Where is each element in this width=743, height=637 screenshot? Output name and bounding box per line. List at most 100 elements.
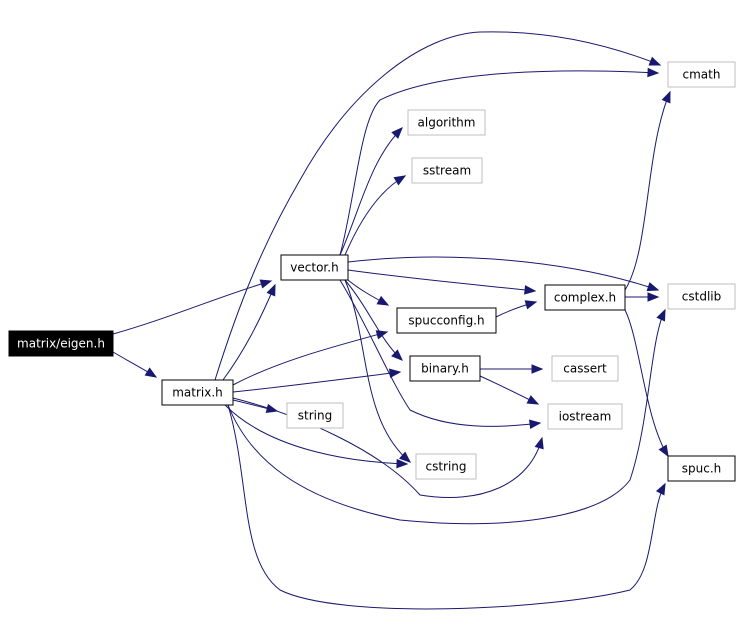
node-sstream[interactable]: sstream [411, 157, 483, 184]
node-box [280, 254, 349, 281]
edge-line [624, 91, 671, 291]
node-label: sstream [423, 164, 471, 178]
edges-layer [112, 31, 671, 610]
edge-matrix-to-binary [232, 368, 402, 393]
node-label: complex.h [554, 291, 616, 305]
edge-complex-to-spuc [624, 309, 669, 458]
node-label: string [298, 409, 332, 423]
edge-vector-to-cstring [344, 279, 412, 463]
node-binary[interactable]: binary.h [409, 355, 481, 382]
arrowhead-icon [393, 175, 407, 186]
arrowhead-icon [646, 282, 660, 292]
edge-line [347, 256, 659, 291]
edge-vector-to-sstream [344, 175, 407, 256]
node-label: cmath [683, 68, 721, 82]
arrowhead-icon [658, 444, 669, 458]
node-string[interactable]: string [286, 402, 344, 429]
arrowhead-icon [524, 285, 537, 295]
node-label: cstdlib [682, 290, 721, 304]
edge-line [344, 279, 403, 361]
arrowhead-icon [647, 292, 660, 302]
node-box [547, 403, 623, 430]
node-box [411, 157, 483, 184]
edge-line [227, 404, 666, 610]
arrowhead-icon [648, 56, 662, 66]
node-label: vector.h [290, 261, 338, 275]
node-cassert[interactable]: cassert [551, 355, 619, 382]
node-box [551, 355, 619, 382]
edge-vector-to-cmath [339, 67, 660, 256]
node-box [286, 402, 344, 429]
node-box [407, 109, 486, 136]
node-label: binary.h [421, 362, 469, 376]
edge-vector-to-iostream [339, 279, 542, 429]
edge-complex-to-cmath [624, 90, 671, 291]
node-eigen: matrix/eigen.h [8, 330, 114, 357]
node-box [409, 355, 481, 382]
node-box [667, 455, 736, 482]
arrowhead-icon [266, 283, 276, 297]
node-box [396, 307, 497, 334]
edge-line [232, 397, 543, 498]
edge-line [624, 309, 669, 457]
edge-vector-to-spucconfig [347, 279, 390, 306]
arrowhead-icon [529, 419, 542, 429]
arrowhead-icon [391, 127, 403, 139]
node-spuc[interactable]: spuc.h [667, 455, 736, 482]
edge-matrix-to-spuc [227, 404, 666, 610]
edge-matrix-to-string [232, 399, 279, 414]
node-iostream[interactable]: iostream [547, 403, 623, 430]
node-box [8, 330, 114, 357]
arrowhead-icon [656, 308, 666, 322]
arrowhead-icon [526, 395, 540, 405]
node-spucconfig[interactable]: spucconfig.h [396, 307, 497, 334]
edge-spucconfig-to-complex [495, 300, 538, 318]
node-box [667, 61, 736, 88]
node-label: algorithm [418, 116, 476, 130]
edge-eigen-to-matrix [112, 351, 158, 378]
arrowhead-icon [144, 367, 158, 378]
edge-vector-to-algorithm [339, 127, 403, 256]
arrowhead-icon [661, 90, 671, 104]
arrowhead-icon [389, 368, 402, 378]
node-complex[interactable]: complex.h [544, 284, 626, 311]
edge-complex-to-cstdlib [625, 292, 660, 302]
edge-vector-to-binary [344, 279, 403, 361]
edge-line [344, 279, 411, 463]
node-label: cassert [563, 362, 607, 376]
edge-matrix-to-cstdlib [227, 308, 666, 525]
node-cmath[interactable]: cmath [667, 61, 736, 88]
node-algorithm[interactable]: algorithm [407, 109, 486, 136]
node-cstring[interactable]: cstring [415, 453, 477, 480]
arrowhead-icon [376, 295, 390, 306]
edge-line [112, 280, 272, 335]
edge-line [214, 31, 661, 381]
edge-line [339, 279, 541, 427]
node-label: matrix.h [172, 386, 223, 400]
node-label: matrix/eigen.h [17, 337, 105, 351]
edge-eigen-to-vector [112, 279, 273, 335]
arrowhead-icon [396, 458, 409, 469]
node-box [544, 284, 626, 311]
edge-line [347, 269, 536, 292]
edge-matrix-to-cmath [214, 31, 662, 381]
node-matrix[interactable]: matrix.h [161, 379, 234, 406]
arrowhead-icon [265, 403, 279, 414]
edge-matrix-to-vector [222, 283, 276, 381]
node-cstdlib[interactable]: cstdlib [667, 283, 736, 310]
arrowhead-icon [655, 482, 666, 496]
edge-vector-to-complex [347, 269, 537, 295]
node-vector[interactable]: vector.h [280, 254, 349, 281]
node-label: spucconfig.h [408, 314, 484, 328]
node-label: spuc.h [682, 462, 722, 476]
edge-line [227, 309, 666, 525]
arrowhead-icon [534, 436, 544, 450]
edge-line [224, 404, 408, 465]
node-box [667, 283, 736, 310]
edge-vector-to-cstdlib [347, 256, 660, 292]
nodes-layer: matrix/eigen.h matrix.h vector.h cmath algor… [8, 61, 736, 482]
edge-line [339, 70, 659, 256]
edge-line [222, 284, 276, 381]
edge-matrix-to-iostream [232, 397, 544, 498]
